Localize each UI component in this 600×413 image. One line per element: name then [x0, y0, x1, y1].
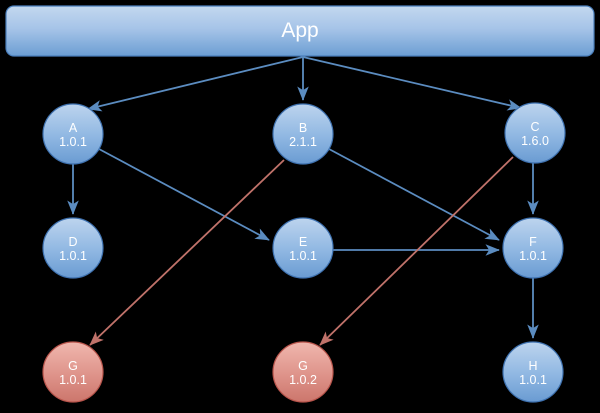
node-c[interactable]	[504, 102, 566, 164]
node-a[interactable]	[42, 103, 104, 165]
node-g-1-0-1[interactable]	[42, 341, 104, 403]
app-root-box[interactable]	[5, 5, 595, 57]
edge-c-to-g-1-0-2	[319, 156, 514, 346]
node-g-1-0-2[interactable]	[272, 341, 334, 403]
node-f[interactable]	[502, 217, 564, 279]
node-h[interactable]	[502, 341, 564, 403]
edge-app-to-c	[302, 56, 522, 111]
edge-b-to-g-1-0-1	[89, 159, 285, 346]
node-b[interactable]	[272, 103, 334, 165]
edge-b-to-f	[328, 148, 500, 241]
edge-a-to-e	[98, 148, 270, 241]
edge-app-to-a	[87, 56, 304, 112]
node-e[interactable]	[272, 217, 334, 279]
app-root-node[interactable]	[5, 5, 595, 57]
node-d[interactable]	[42, 217, 104, 279]
